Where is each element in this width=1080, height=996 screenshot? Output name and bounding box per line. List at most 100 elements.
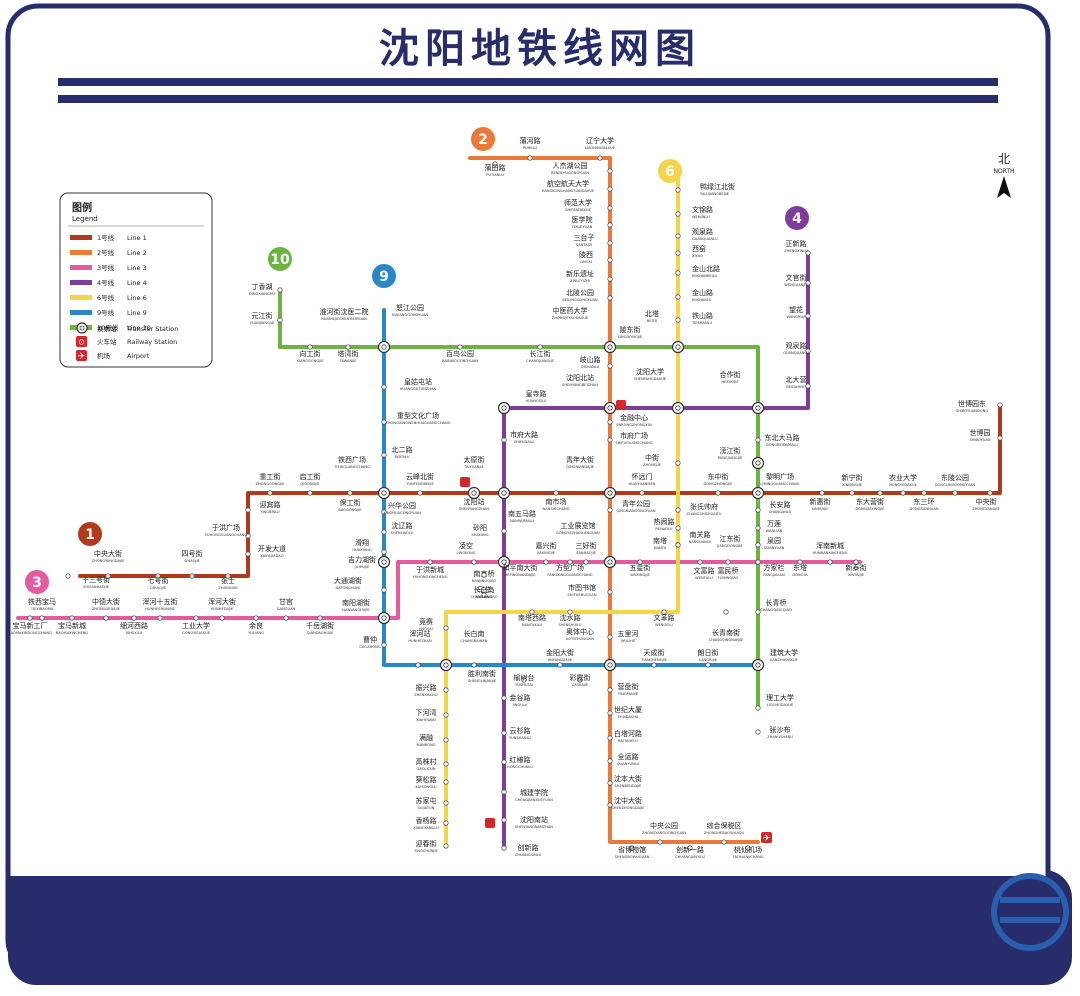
line-badge-3[interactable] [25,570,49,594]
line-badge-6[interactable] [658,159,682,183]
line-badge-1[interactable] [78,522,102,546]
line-badge-2[interactable] [471,127,495,151]
